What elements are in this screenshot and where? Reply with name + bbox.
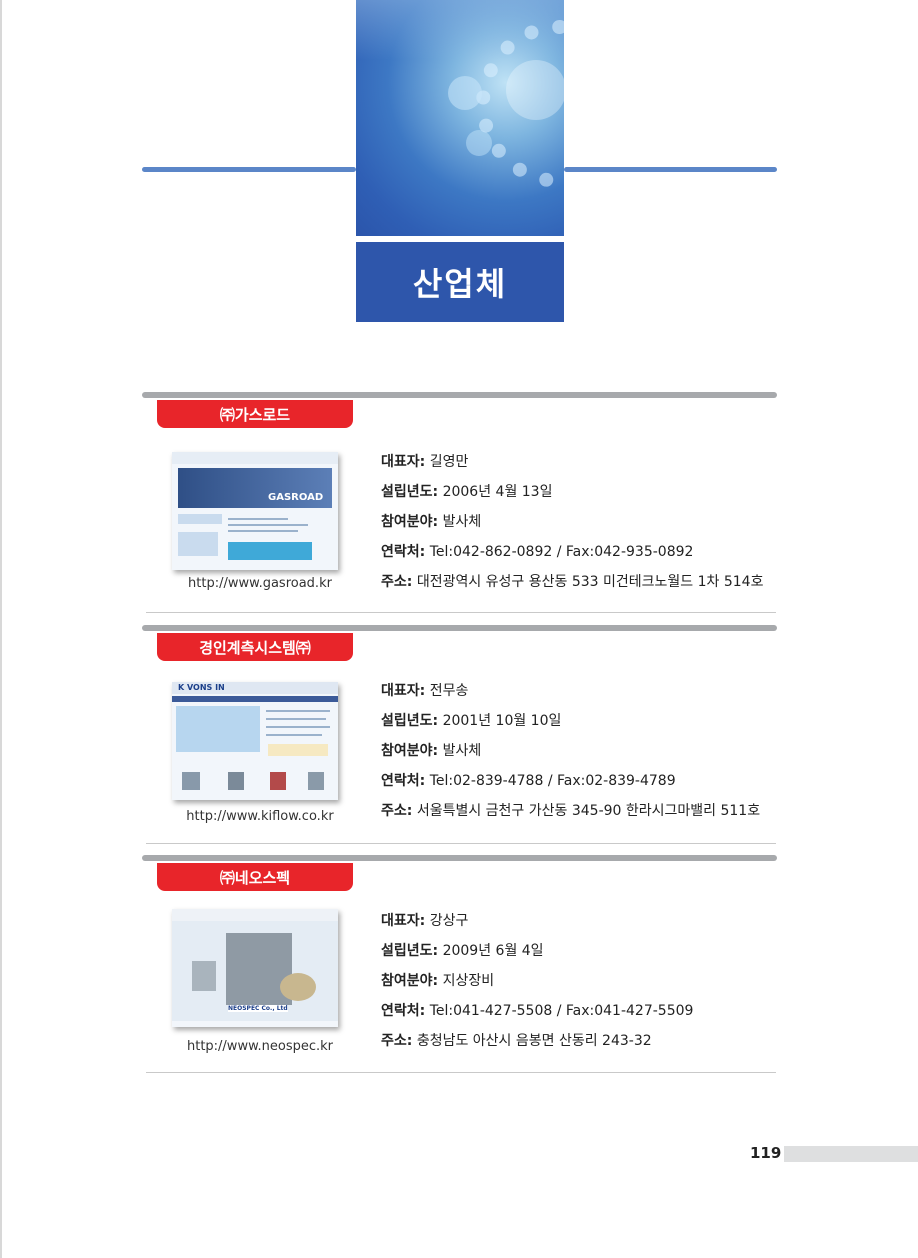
header-rule-left [142,167,356,172]
section-bar [142,392,777,398]
company-name-tab: ㈜네오스펙 [157,863,353,891]
section-divider [146,1072,776,1073]
company-url[interactable]: http://www.gasroad.kr [188,576,332,591]
info-row-address: 주소: 서울특별시 금천구 가산동 345-90 한라시그마밸리 511호 [381,803,761,819]
info-row-field: 참여분야: 발사체 [381,743,482,759]
company-name-tab: ㈜가스로드 [157,400,353,428]
info-row-contact: 연락처: Tel:02-839-4788 / Fax:02-839-4789 [381,773,676,789]
info-row-founded: 설립년도: 2009년 6월 4일 [381,943,544,959]
section-divider [146,843,776,844]
website-thumbnail: NEOSPEC Co., Ltd [172,909,338,1027]
section-divider [146,612,776,613]
website-thumbnail: GASROAD [172,452,338,570]
company-info: 대표자: 전무송 설립년도: 2001년 10월 10일 참여분야: 발사체 연… [381,676,760,826]
section-bar [142,855,777,861]
info-row-address: 주소: 대전광역시 유성구 용산동 533 미건테크노월드 1차 514호 [381,574,764,590]
chapter-hero-image [356,0,564,236]
chapter-title: 산업체 [356,242,564,322]
info-row-founded: 설립년도: 2001년 10월 10일 [381,713,562,729]
info-row-contact: 연락처: Tel:041-427-5508 / Fax:041-427-5509 [381,1003,694,1019]
website-thumbnail: K VONS IN [172,682,338,800]
thumbnail-logo: K VONS IN [178,683,225,692]
thumbnail-logo: GASROAD [268,492,324,503]
info-row-field: 참여분야: 발사체 [381,514,482,530]
info-row-contact: 연락처: Tel:042-862-0892 / Fax:042-935-0892 [381,544,694,560]
thumbnail-logo: NEOSPEC Co., Ltd [228,1005,288,1012]
info-row-address: 주소: 충청남도 아산시 음봉면 산동리 243-32 [381,1033,652,1049]
info-row-field: 참여분야: 지상장비 [381,973,495,989]
info-row-ceo: 대표자: 강상구 [381,913,469,929]
info-row-founded: 설립년도: 2006년 4월 13일 [381,484,553,500]
page-number-bar [784,1146,918,1162]
header-rule-right [564,167,777,172]
company-url[interactable]: http://www.neospec.kr [186,1039,334,1054]
page-number: 119 [750,1144,782,1162]
company-name-tab: 경인계측시스템㈜ [157,633,353,661]
section-bar [142,625,777,631]
info-row-ceo: 대표자: 전무송 [381,683,469,699]
company-info: 대표자: 강상구 설립년도: 2009년 6월 4일 참여분야: 지상장비 연락… [381,906,693,1056]
page-edge [0,0,2,1258]
info-row-ceo: 대표자: 길영만 [381,454,469,470]
company-info: 대표자: 길영만 설립년도: 2006년 4월 13일 참여분야: 발사체 연락… [381,447,763,597]
company-url[interactable]: http://www.kiflow.co.kr [186,809,334,824]
